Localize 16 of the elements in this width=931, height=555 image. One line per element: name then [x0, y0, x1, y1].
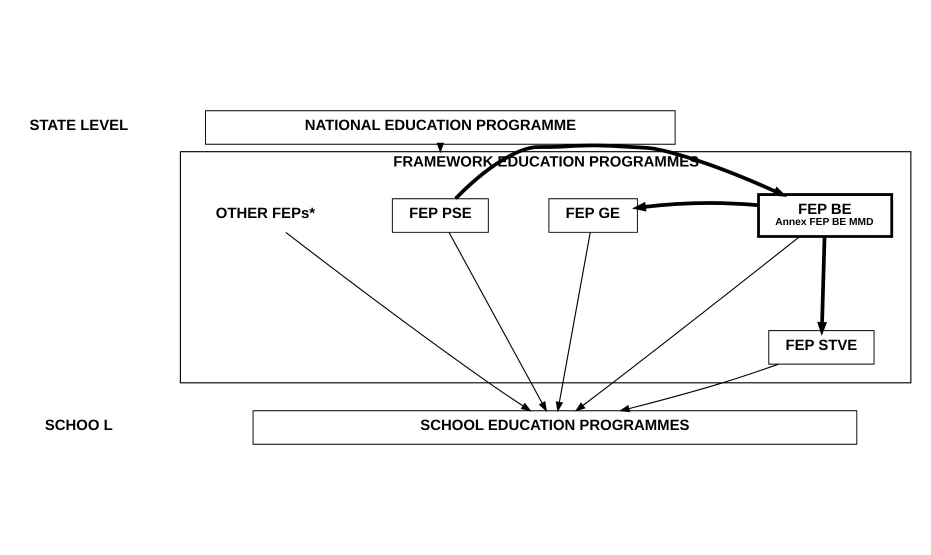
arrow [556, 232, 591, 412]
node-box: SCHOOL EDUCATION PROGRAMMES [252, 410, 858, 445]
arrow [454, 144, 788, 200]
label: STATE LEVEL [29, 118, 128, 134]
node-box: FEP BE Annex FEP BE MMD [757, 193, 894, 238]
node-text: OTHER FEPs* [216, 206, 316, 222]
arrow [817, 236, 828, 336]
arrow [632, 201, 759, 212]
node-box: FEP GE [548, 198, 638, 233]
arrow [286, 232, 532, 412]
label: SCHOO L [44, 418, 113, 434]
arrow [448, 232, 548, 412]
node-box: FEP STVE [768, 330, 875, 365]
arrow [618, 364, 779, 412]
arrow [574, 236, 800, 412]
node-box: FEP PSE [392, 198, 489, 233]
